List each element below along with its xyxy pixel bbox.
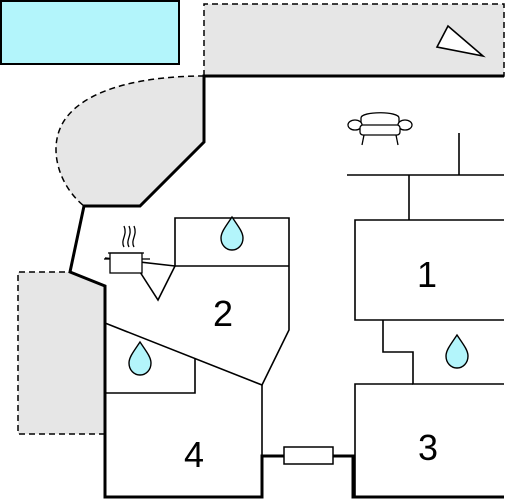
water-drop-icon bbox=[128, 340, 152, 376]
interior-walls bbox=[104, 133, 504, 497]
pool bbox=[0, 0, 180, 65]
terrace-left-oval-outline bbox=[55, 75, 205, 207]
room-2-label: 2 bbox=[213, 293, 233, 334]
room-1-label: 1 bbox=[417, 254, 437, 295]
compass-arrow-icon bbox=[435, 24, 486, 58]
window-icon bbox=[283, 446, 334, 465]
terrace-bottom-left bbox=[18, 272, 105, 434]
water-drop-icon bbox=[445, 333, 469, 369]
kitchen-pot-icon bbox=[104, 225, 150, 274]
sofa-icon bbox=[347, 112, 413, 146]
outer-wall bbox=[68, 74, 504, 499]
water-drop-icon bbox=[220, 215, 244, 251]
terrace-left-oval bbox=[55, 76, 205, 206]
room-3-label: 3 bbox=[418, 427, 438, 468]
terrace-bottom-left-outline bbox=[17, 271, 105, 435]
room-4-label: 4 bbox=[184, 434, 204, 475]
